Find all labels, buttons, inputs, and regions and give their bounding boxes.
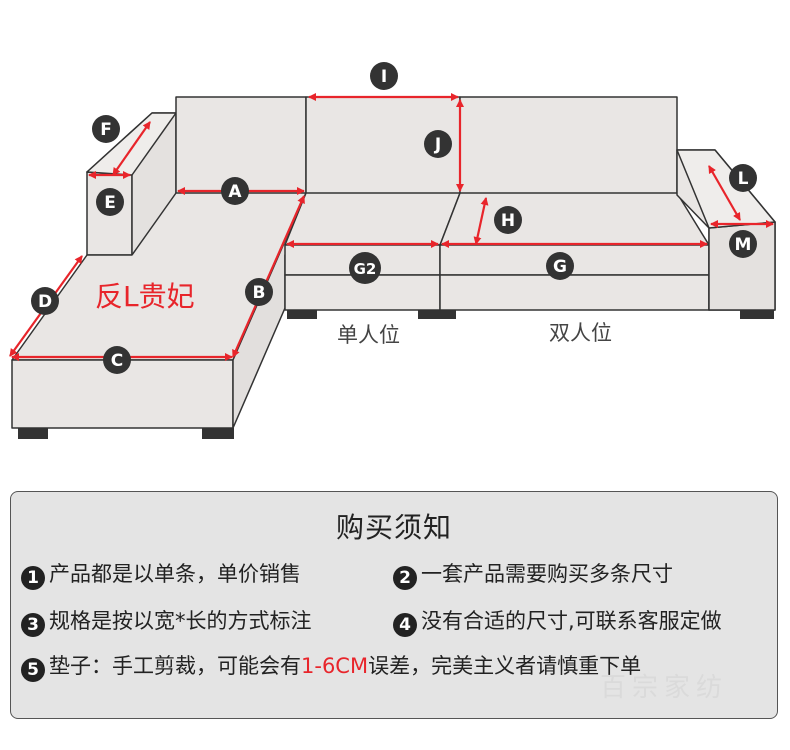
- svg-text:L: L: [738, 169, 749, 189]
- badge-H: H: [494, 206, 522, 234]
- notice-item-5-text-after: 误差，完美主义者请慎重下单: [368, 654, 642, 678]
- svg-text:C: C: [111, 351, 123, 371]
- svg-text:J: J: [434, 135, 441, 155]
- svg-text:D: D: [38, 292, 52, 312]
- notice-title: 购买须知: [335, 511, 452, 544]
- svg-text:I: I: [381, 67, 387, 87]
- dimension-badges: I J A F E D C B G2 G H L M: [31, 62, 757, 374]
- seat-cushion-single: [284, 192, 461, 246]
- svg-text:G2: G2: [354, 260, 377, 278]
- badge-B: B: [245, 278, 273, 306]
- svg-text:B: B: [253, 283, 266, 303]
- badge-C: C: [103, 346, 131, 374]
- number-3-icon: 3: [21, 613, 45, 637]
- badge-L: L: [729, 164, 757, 192]
- badge-D: D: [31, 287, 59, 315]
- svg-text:H: H: [501, 211, 515, 231]
- badge-G: G: [546, 252, 574, 280]
- notice-item-4-text: 没有合适的尺寸,可联系客服定做: [421, 609, 722, 633]
- badge-I: I: [370, 62, 398, 90]
- error-range-highlight: 1-6CM: [301, 654, 369, 678]
- arrow-H: [473, 197, 489, 245]
- model-title: 反L贵妃: [95, 280, 195, 313]
- sofa-body: [11, 96, 776, 429]
- sofa-dimension-diagram: I J A F E D C B G2 G H L M 反L贵妃 单人位 双人位: [9, 62, 776, 439]
- svg-text:M: M: [735, 235, 752, 255]
- back-cushion-1: [175, 96, 307, 195]
- number-2-icon: 2: [393, 566, 417, 590]
- number-5-icon: 5: [21, 658, 45, 682]
- notice-item-2-text: 一套产品需要购买多条尺寸: [421, 562, 673, 586]
- seat-single-label: 单人位: [337, 323, 400, 347]
- notice-item-3-text: 规格是按以宽*长的方式标注: [49, 609, 312, 633]
- badge-M: M: [729, 230, 757, 258]
- badge-G2: G2: [349, 252, 381, 284]
- svg-text:G: G: [553, 257, 567, 277]
- badge-A: A: [221, 177, 249, 205]
- arrow-F: [112, 121, 151, 176]
- svg-text:F: F: [100, 120, 112, 140]
- badge-J: J: [424, 130, 452, 158]
- svg-text:E: E: [104, 193, 116, 213]
- svg-text:A: A: [228, 182, 242, 202]
- brand-watermark: 百宗家纺: [600, 673, 729, 703]
- badge-F: F: [92, 115, 120, 143]
- number-4-icon: 4: [393, 613, 417, 637]
- notice-item-1-text: 产品都是以单条，单价销售: [49, 562, 301, 586]
- arrow-B: [231, 195, 306, 358]
- badge-E: E: [96, 188, 124, 216]
- arrow-L: [708, 165, 741, 221]
- notice-item-5-text-before: 垫子：手工剪裁，可能会有: [49, 654, 301, 678]
- number-1-icon: 1: [21, 566, 45, 590]
- seat-double-label: 双人位: [549, 321, 612, 345]
- back-cushion-3: [459, 96, 678, 195]
